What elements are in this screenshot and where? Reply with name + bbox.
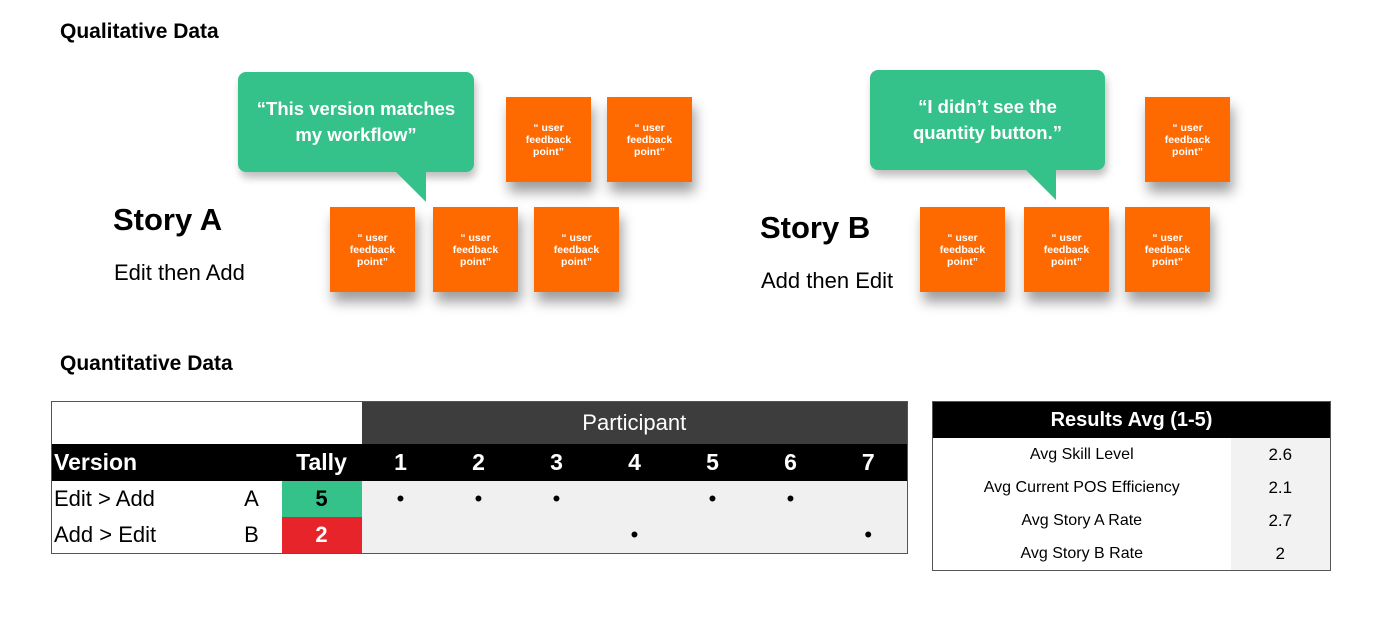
story-b-sticky-note: “ user feedback point” <box>1125 207 1210 292</box>
story-b-sticky-note: “ user feedback point” <box>1145 97 1230 182</box>
story-a-quote: “This version matches my workflow” <box>256 98 456 145</box>
sticky-note-text: “ user feedback point” <box>452 231 499 268</box>
story-a-subtitle: Edit then Add <box>114 260 245 285</box>
table-row: Avg Story B Rate 2 <box>933 537 1331 571</box>
sticky-note-text: “ user feedback point” <box>553 231 600 268</box>
result-label: Avg Skill Level <box>1029 445 1134 463</box>
blank-header-cell <box>52 402 362 445</box>
mark-cell: • <box>439 481 518 517</box>
tally-column-header: Tally <box>281 444 362 481</box>
story-a-sticky-note: “ user feedback point” <box>330 207 415 292</box>
mark-cell: • <box>595 517 674 554</box>
story-a-sticky-note: “ user feedback point” <box>506 97 591 182</box>
table-row: Avg Skill Level 2.6 <box>933 438 1331 471</box>
tally-cell: 5 <box>281 481 362 517</box>
story-b-title: Story B <box>760 210 871 245</box>
sticky-note-text: “ user feedback point” <box>626 121 673 158</box>
story-a-sticky-note: “ user feedback point” <box>534 207 619 292</box>
result-value: 2.6 <box>1230 438 1331 471</box>
participant-column-header: 3 <box>517 444 596 481</box>
story-a-sticky-note: “ user feedback point” <box>433 207 518 292</box>
mark-cell <box>361 517 440 554</box>
story-a-quote-bubble: “This version matches my workflow” <box>238 72 474 202</box>
sticky-note-text: “ user feedback point” <box>525 121 572 158</box>
story-b-subtitle: Add then Edit <box>761 268 894 293</box>
mark-cell: • <box>751 481 830 517</box>
participant-column-header: 4 <box>595 444 674 481</box>
mark-cell: • <box>829 517 908 554</box>
result-value: 2.1 <box>1230 471 1331 504</box>
story-b-quote: “I didn’t see the quantity button.” <box>913 96 1062 143</box>
story-b-quote-bubble: “I didn’t see the quantity button.” <box>870 70 1105 200</box>
version-column-header: Version <box>51 444 222 481</box>
sticky-note-text: “ user feedback point” <box>1144 231 1191 268</box>
mark-cell <box>517 517 596 554</box>
story-b-sticky-note: “ user feedback point” <box>920 207 1005 292</box>
version-cell: Edit > Add <box>54 486 155 511</box>
table-row: Add > Edit B 2 • • <box>52 517 908 554</box>
tally-table: Participant Version Tally 1 2 3 4 5 6 7 … <box>51 401 909 554</box>
results-table: Results Avg (1-5) Avg Skill Level 2.6 Av… <box>932 401 1332 571</box>
version-cell: Add > Edit <box>54 522 157 547</box>
participant-column-header: 6 <box>751 444 830 481</box>
letter-column-header <box>221 444 282 481</box>
sticky-note-text: “ user feedback point” <box>1043 231 1090 268</box>
mark-cell: • <box>361 481 440 517</box>
mark-cell <box>673 517 752 554</box>
participant-column-header: 2 <box>439 444 518 481</box>
results-header: Results Avg (1-5) <box>932 401 1331 438</box>
table-row: Avg Current POS Efficiency 2.1 <box>933 471 1331 504</box>
mark-cell: • <box>673 481 752 517</box>
result-value: 2.7 <box>1230 504 1331 537</box>
mark-cell <box>829 481 908 517</box>
participant-column-header: 7 <box>829 444 908 481</box>
story-a-title: Story A <box>113 202 223 237</box>
qualitative-data-title: Qualitative Data <box>60 20 219 43</box>
result-label: Avg Story A Rate <box>1021 511 1143 529</box>
story-b-bubble-tail <box>1026 170 1056 200</box>
table-row: Edit > Add A 5 • • • • • <box>52 481 908 517</box>
participant-column-header: 5 <box>673 444 752 481</box>
mark-cell <box>595 481 674 517</box>
story-b-sticky-note: “ user feedback point” <box>1024 207 1109 292</box>
mark-cell <box>439 517 518 554</box>
participant-column-header: 1 <box>361 444 440 481</box>
letter-cell: B <box>244 522 259 547</box>
table-row: Avg Story A Rate 2.7 <box>933 504 1331 537</box>
story-a-sticky-note: “ user feedback point” <box>607 97 692 182</box>
participant-header: Participant <box>361 401 908 444</box>
mark-cell <box>751 517 830 554</box>
result-value: 2 <box>1230 537 1331 571</box>
mark-cell: • <box>517 481 596 517</box>
result-label: Avg Story B Rate <box>1020 544 1143 562</box>
letter-cell: A <box>244 486 259 511</box>
story-a-bubble-tail <box>396 172 426 202</box>
sticky-note-text: “ user feedback point” <box>939 231 986 268</box>
result-label: Avg Current POS Efficiency <box>983 478 1180 496</box>
sticky-note-text: “ user feedback point” <box>349 231 396 268</box>
quantitative-data-title: Quantitative Data <box>60 352 233 375</box>
tally-cell: 2 <box>281 517 362 554</box>
sticky-note-text: “ user feedback point” <box>1164 121 1211 158</box>
